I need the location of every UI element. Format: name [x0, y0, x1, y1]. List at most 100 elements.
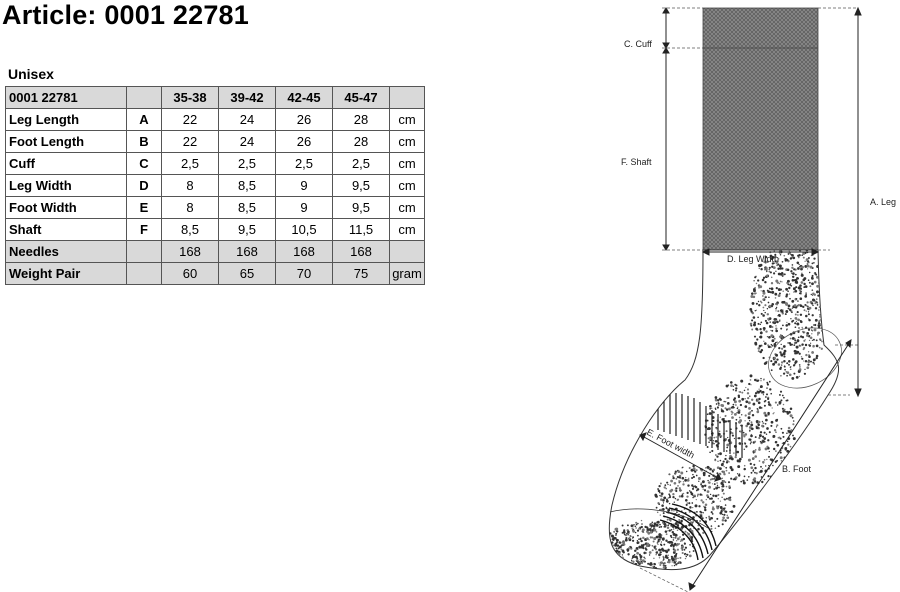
speckle-dot [744, 482, 746, 485]
speckle-dot [759, 389, 762, 393]
speckle-dot [774, 255, 777, 258]
speckle-dot [750, 471, 753, 474]
speckle-dot [626, 524, 629, 527]
speckle-dot [768, 450, 770, 453]
value-cell: 9 [275, 196, 333, 219]
speckle-dot [775, 431, 777, 433]
speckle-dot [768, 268, 770, 271]
speckle-dot [674, 470, 677, 473]
speckle-dot [664, 530, 668, 533]
speckle-dot [776, 264, 779, 267]
speckle-dot [683, 542, 686, 545]
speckle-dot [737, 474, 741, 477]
speckle-dot [799, 344, 802, 347]
speckle-dot [773, 412, 775, 414]
speckle-dot [723, 465, 725, 468]
speckle-dot [696, 495, 699, 497]
speckle-dot [779, 254, 782, 256]
speckle-dot [791, 416, 794, 419]
speckle-dot [691, 502, 694, 504]
speckle-dot [717, 497, 720, 500]
speckle-dot [723, 472, 726, 476]
speckle-dot [755, 302, 758, 305]
speckle-dot [798, 364, 801, 366]
speckle-dot [751, 398, 754, 401]
value-cell: 65 [218, 262, 276, 285]
speckle-dot [724, 498, 726, 501]
speckle-dot [619, 562, 622, 565]
speckle-dot [635, 527, 637, 529]
speckle-dot [823, 341, 827, 344]
row-label: Leg Length [5, 108, 127, 131]
speckle-dot [729, 510, 732, 513]
speckle-dot [811, 351, 814, 353]
speckle-dot [782, 435, 785, 438]
speckle-dot [725, 430, 728, 433]
speckle-dot [720, 509, 723, 513]
speckle-dot [751, 319, 754, 322]
speckle-dot [763, 459, 766, 461]
speckle-dot [673, 523, 675, 525]
speckle-dot [680, 538, 684, 542]
speckle-dot [779, 309, 782, 312]
speckle-dot [667, 560, 671, 564]
speckle-dot [730, 406, 733, 409]
speckle-dot [667, 548, 670, 551]
speckle-dot [658, 533, 662, 537]
speckle-dot [617, 558, 620, 561]
speckle-dot [745, 424, 749, 428]
speckle-dot [787, 450, 790, 453]
speckle-dot [711, 470, 714, 473]
speckle-dot [685, 476, 687, 479]
speckle-dot [777, 363, 781, 366]
speckle-dot [818, 320, 821, 323]
speckle-dot [743, 475, 746, 478]
speckle-dot [758, 287, 760, 289]
speckle-dot [790, 429, 793, 432]
speckle-dot [791, 321, 793, 323]
speckle-dot [627, 553, 630, 556]
speckle-dot [808, 271, 811, 274]
speckle-dot [689, 535, 692, 538]
speckle-dot [781, 300, 784, 304]
speckle-dot [713, 483, 716, 486]
speckle-dot [775, 327, 778, 330]
speckle-dot [762, 356, 765, 360]
speckle-dot [779, 334, 782, 337]
speckle-dot [798, 327, 800, 329]
speckle-dot [634, 549, 637, 552]
speckle-dot [798, 253, 801, 257]
speckle-dot [810, 293, 812, 296]
speckle-dot [681, 533, 685, 536]
speckle-dot [805, 314, 808, 318]
value-cell: 168 [161, 240, 219, 263]
value-cell: 22 [161, 108, 219, 131]
speckle-dot [695, 469, 698, 472]
speckle-dot [753, 463, 756, 466]
speckle-dot [811, 282, 814, 286]
speckle-dot [736, 459, 740, 463]
speckle-dot [754, 471, 756, 474]
speckle-dot [776, 341, 778, 343]
speckle-dot [747, 475, 750, 478]
speckle-dot [812, 304, 814, 307]
speckle-dot [824, 277, 827, 281]
speckle-dot [779, 280, 782, 283]
speckle-dot [786, 268, 790, 272]
speckle-dot [669, 496, 672, 498]
speckle-dot [782, 309, 784, 311]
speckle-dot [774, 253, 777, 256]
speckle-dot [793, 372, 796, 375]
speckle-dot [773, 447, 776, 451]
speckle-dot [784, 258, 788, 261]
speckle-dot [634, 525, 637, 528]
speckle-dot [739, 430, 742, 433]
speckle-dot [617, 552, 621, 556]
leg-label: A. Leg [870, 197, 896, 207]
speckle-dot [728, 498, 732, 502]
speckle-dot [762, 394, 765, 396]
speckle-dot [758, 436, 761, 440]
speckle-dot [792, 256, 796, 260]
speckle-dot [808, 335, 810, 338]
speckle-dot [813, 363, 815, 365]
